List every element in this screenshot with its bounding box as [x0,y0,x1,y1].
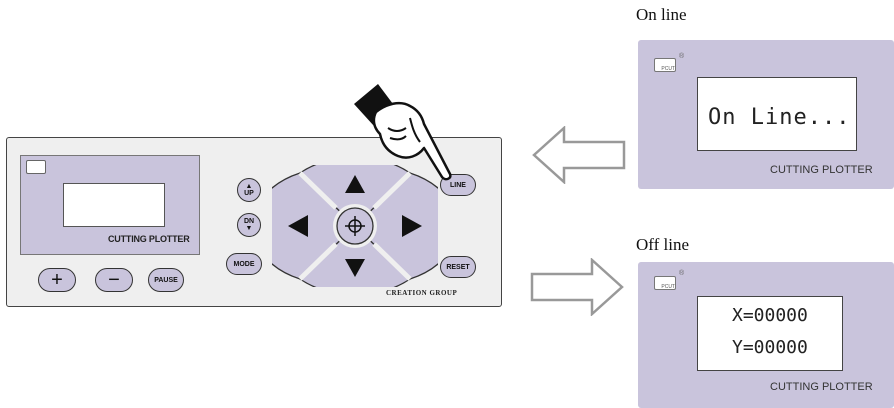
pad-up-segment[interactable] [298,165,412,227]
pcut-logo-icon: PCUT [654,58,676,72]
up-triangle-icon: ▲ [245,183,253,190]
up-button[interactable]: ▲ UP [237,178,261,202]
registered-mark: ® [679,270,685,277]
pad-left-segment[interactable] [272,172,356,280]
offline-screen: X=00000 Y=00000 [697,296,843,371]
arrow-down-icon [345,259,365,277]
offline-label: Off line [636,235,690,254]
arrow-left-icon [288,215,308,237]
pointing-hand-icon [354,84,452,181]
arrow-right-icon [402,215,422,237]
panel-caption: CUTTING PLOTTER [108,234,190,244]
dn-button[interactable]: DN ▼ [237,213,261,237]
online-screen-text: On Line... [708,105,851,130]
online-caption: CUTTING PLOTTER [770,164,873,176]
online-screen: On Line... [697,77,857,151]
up-label: UP [244,190,254,197]
crosshair-icon [345,216,365,236]
arrow-left-icon [532,126,626,184]
pause-button[interactable]: PAUSE [148,268,184,292]
arrow-right-icon [530,258,624,316]
offline-caption: CUTTING PLOTTER [770,381,873,393]
pcut-logo-icon: PCUT [654,276,676,290]
dn-label: DN [243,218,255,225]
plus-button[interactable]: + [38,268,76,292]
y-coordinate-text: Y=00000 [732,337,808,358]
minus-icon: − [108,268,120,291]
direction-pad [272,165,438,287]
panel-lcd-screen [63,183,165,227]
reset-button[interactable]: RESET [440,256,476,278]
plus-icon: + [51,268,63,291]
pad-right-segment[interactable] [354,172,438,280]
arrow-up-icon [345,175,365,193]
minus-button[interactable]: − [95,268,133,292]
brand-label: CREATION GROUP [386,289,458,297]
down-triangle-icon: ▼ [245,225,253,232]
x-coordinate-text: X=00000 [732,305,808,326]
pad-down-segment[interactable] [298,225,412,287]
online-label: On line [636,5,687,24]
registered-mark: ® [679,53,685,60]
mode-button[interactable]: MODE [226,253,262,275]
pcut-logo-icon [26,160,46,174]
